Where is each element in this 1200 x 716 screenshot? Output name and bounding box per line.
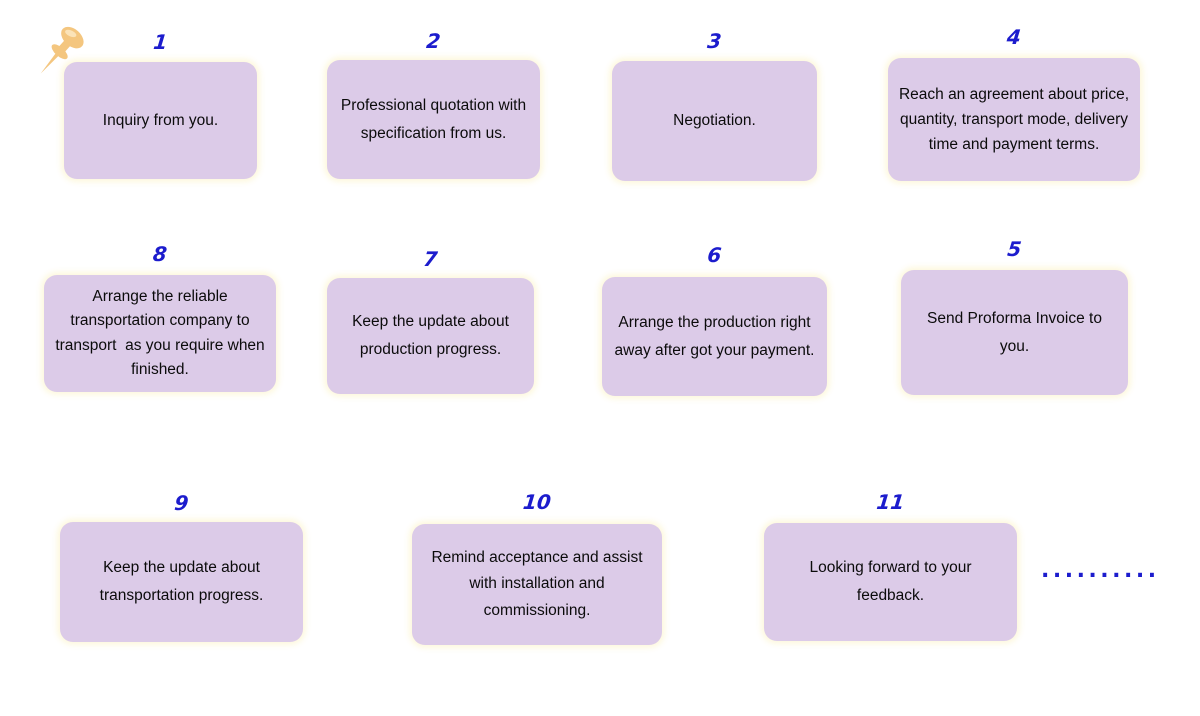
step-5-number: 5 <box>1006 237 1023 261</box>
step-1-text: Inquiry from you. <box>102 111 219 129</box>
step-4-text: Reach an agreement about price, quantity… <box>898 85 1134 154</box>
step-7-number: 7 <box>422 247 439 271</box>
step-8-number: 8 <box>151 242 169 266</box>
step-5: 5 Send Proforma Invoice to you. <box>901 237 1128 395</box>
step-7-box: Keep the update about production progres… <box>327 278 534 394</box>
step-10: 10 Remind acceptance and assist with ins… <box>412 490 662 645</box>
step-2-number: 2 <box>425 29 442 53</box>
step-7: 7 Keep the update about production progr… <box>327 247 534 394</box>
step-2-box: Professional quotation with specificatio… <box>327 60 540 179</box>
step-8-text: Arrange the reliable transportation comp… <box>55 288 269 378</box>
step-9-text: Keep the update about transportation pro… <box>99 559 265 604</box>
step-3: 3 Negotiation. <box>612 29 817 181</box>
step-4: 4 Reach an agreement about price, quanti… <box>888 25 1140 181</box>
step-1-box: Inquiry from you. <box>64 62 257 179</box>
step-4-box: Reach an agreement about price, quantity… <box>888 58 1140 181</box>
step-5-text: Send Proforma Invoice to you. <box>927 309 1107 355</box>
step-9: 9 Keep the update about transportation p… <box>60 491 303 642</box>
step-2-text: Professional quotation with specificatio… <box>340 96 531 142</box>
step-11-number: 11 <box>875 490 906 514</box>
step-8-box: Arrange the reliable transportation comp… <box>44 275 276 392</box>
step-10-box: Remind acceptance and assist with instal… <box>412 524 662 645</box>
step-6-text: Arrange the production right away after … <box>614 313 815 359</box>
step-3-number: 3 <box>706 29 723 53</box>
step-5-box: Send Proforma Invoice to you. <box>901 270 1128 395</box>
continuation-dots: .......... <box>1041 558 1160 583</box>
step-6-box: Arrange the production right away after … <box>602 277 827 396</box>
step-3-text: Negotiation. <box>673 112 756 130</box>
step-9-box: Keep the update about transportation pro… <box>60 522 303 642</box>
step-6: 6 Arrange the production right away afte… <box>602 243 827 396</box>
step-8: 8 Arrange the reliable transportation co… <box>44 242 276 392</box>
step-7-text: Keep the update about production progres… <box>352 313 514 358</box>
step-10-text: Remind acceptance and assist with instal… <box>431 548 647 619</box>
step-9-number: 9 <box>173 491 190 515</box>
step-1: 1 Inquiry from you. <box>64 30 257 179</box>
pushpin-icon <box>40 26 84 74</box>
step-11-box: Looking forward to your feedback. <box>764 523 1017 641</box>
step-4-number: 4 <box>1005 25 1023 49</box>
step-11: 11 Looking forward to your feedback. <box>764 490 1017 641</box>
step-2: 2 Professional quotation with specificat… <box>327 29 540 179</box>
step-3-box: Negotiation. <box>612 61 817 181</box>
step-6-number: 6 <box>706 243 723 267</box>
step-11-text: Looking forward to your feedback. <box>809 559 976 604</box>
step-10-number: 10 <box>521 490 553 514</box>
